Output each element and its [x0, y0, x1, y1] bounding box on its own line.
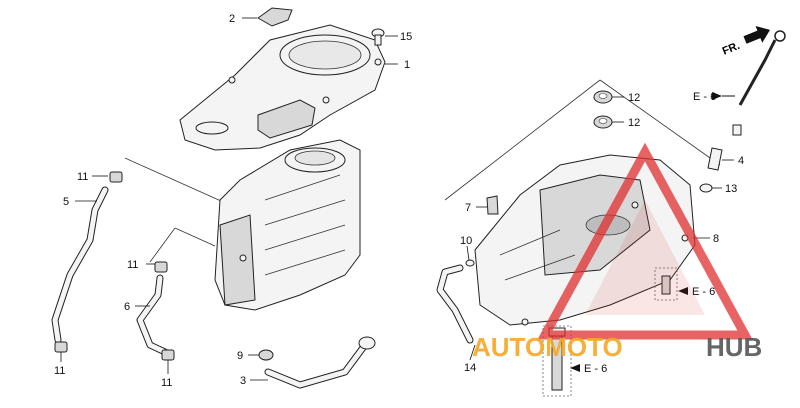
hose-14: [436, 264, 474, 344]
ref-arrow-icon: [570, 364, 580, 372]
label-part-3: 3: [240, 375, 246, 387]
label-part-12-upper: 12: [628, 92, 640, 104]
bolt: [371, 28, 385, 46]
timing-cover: [179, 24, 386, 151]
ref-arrow-icon: [678, 287, 688, 295]
label-part-12-lower: 12: [628, 117, 640, 129]
label-part-2: 2: [229, 13, 235, 25]
hose-5: [51, 186, 109, 344]
watermark-text-primary: AUTOMOTO: [472, 332, 623, 362]
label-part-11-lower: 11: [161, 377, 172, 389]
label-part-8: 8: [713, 233, 719, 245]
ref-arrow-icon: [712, 92, 722, 100]
guide-lines: [124, 79, 721, 263]
front-direction: FR.: [721, 26, 771, 58]
label-part-4: 4: [738, 155, 744, 167]
hose-3: [264, 341, 369, 389]
fr-label: FR.: [721, 40, 742, 58]
label-part-11-upper: 11: [77, 171, 88, 183]
ref-e6-long-bolt: E - 6: [584, 363, 607, 375]
warning-triangle-icon: [537, 142, 753, 340]
watermark-text-secondary: HUB: [706, 332, 762, 362]
label-part-15: 15: [400, 31, 412, 43]
ref-e6-bolt: E - 6: [692, 286, 715, 298]
small-parts: [465, 30, 786, 391]
leader-lines: [60, 17, 734, 381]
label-part-14: 14: [464, 362, 476, 374]
label-part-9: 9: [237, 350, 243, 362]
watermark: AUTOMOTO HUB: [472, 142, 762, 362]
clips: [54, 171, 376, 361]
label-part-10: 10: [460, 235, 472, 247]
callouts: 2 15 1 11 5 11 6 11 11 9 3 7 10 14 12 12…: [54, 13, 744, 389]
label-part-1: 1: [404, 59, 410, 71]
label-part-7: 7: [465, 202, 471, 214]
label-part-6: 6: [124, 301, 130, 313]
label-part-13: 13: [725, 183, 737, 195]
hose-6: [136, 274, 169, 356]
engine-block: [214, 139, 361, 311]
grommet: [257, 7, 293, 27]
references: E - 6 E - 6 E - 6: [542, 91, 735, 397]
label-part-5: 5: [63, 196, 69, 208]
front-arrow-icon: [743, 26, 771, 44]
label-part-11-lower-left: 11: [54, 365, 65, 377]
label-part-11-mid: 11: [127, 259, 138, 271]
ref-e6-dipstick: E - 6: [693, 91, 716, 103]
